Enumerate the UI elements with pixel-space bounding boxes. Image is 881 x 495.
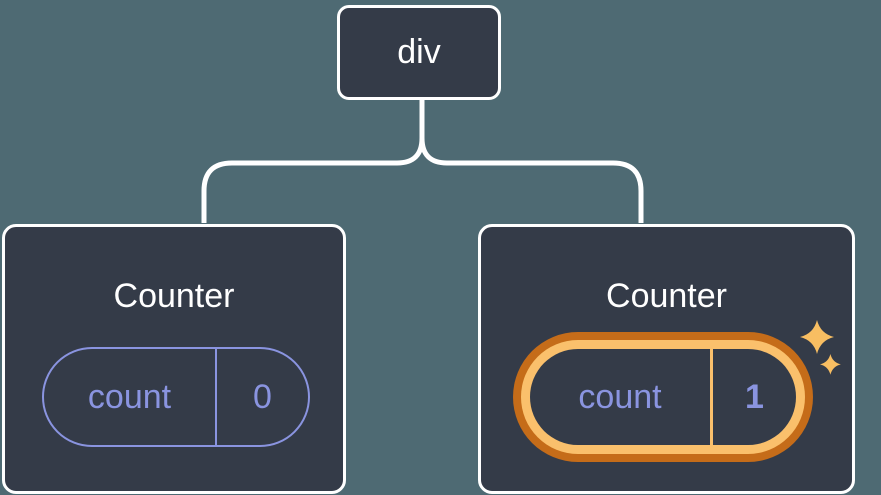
sparkle-large: [800, 320, 834, 354]
connector-branch-right: [419, 100, 644, 223]
state-divider: [710, 349, 713, 445]
highlight-ring: count 1: [513, 332, 813, 462]
state-pill: count 1: [530, 349, 796, 445]
state-value: 0: [253, 377, 272, 416]
connector-branch-left: [201, 100, 425, 223]
component-title: Counter: [606, 277, 727, 315]
sparkle-small: [820, 354, 841, 375]
sparkles-icon: [800, 320, 841, 375]
state-value: 1: [745, 377, 764, 416]
state-divider: [215, 349, 217, 445]
component-node-counter-1: Counter count 0: [2, 224, 346, 494]
state-pill: count 0: [42, 347, 310, 447]
node-label: div: [397, 33, 441, 71]
element-node-div: div: [337, 5, 501, 100]
state-name: count: [87, 377, 172, 416]
state-name: count: [578, 377, 662, 416]
component-title: Counter: [113, 277, 235, 315]
component-node-counter-2: Counter count 1: [478, 224, 855, 494]
highlight-ring-inner: count 1: [521, 340, 805, 454]
